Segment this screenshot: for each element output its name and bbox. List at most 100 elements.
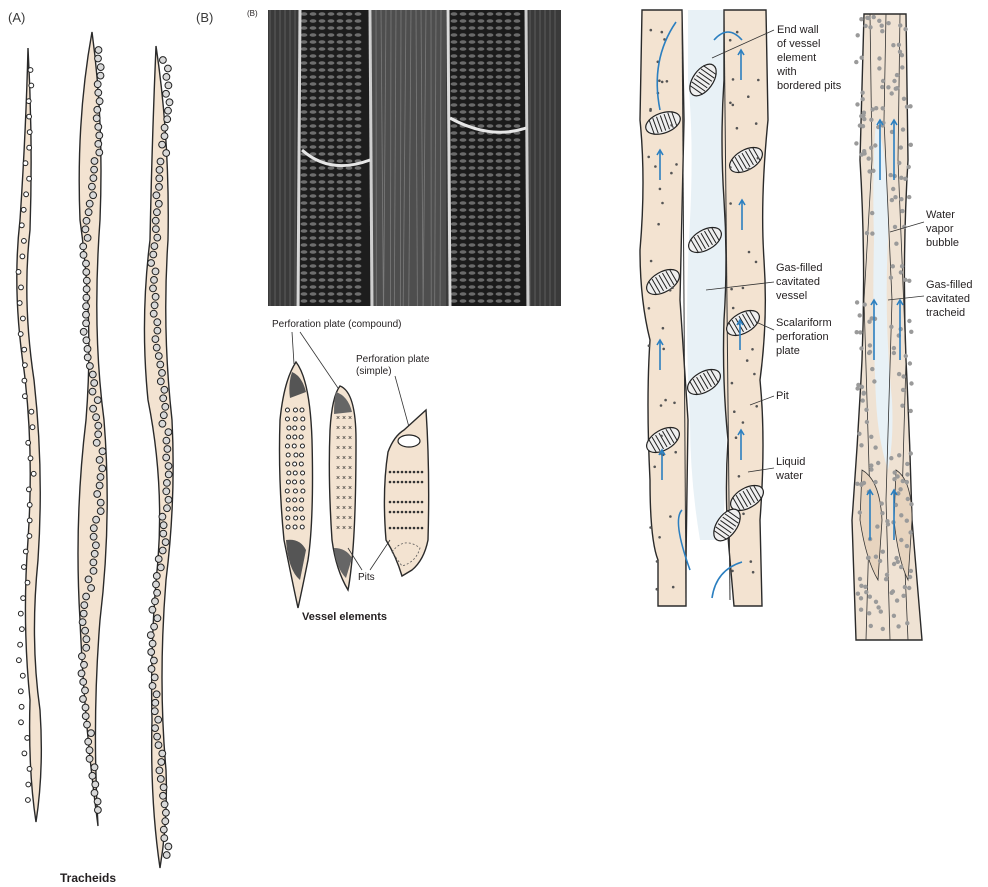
sem-pit [301,208,308,212]
sem-pit [460,40,467,44]
pit-mark [156,184,163,191]
sem-pit [478,54,485,58]
pit-mark [164,505,171,512]
sem-pit [310,292,317,296]
pit-mark [99,465,106,472]
sem-pit [469,278,476,282]
sem-pit [346,229,353,233]
sem-pit [310,187,317,191]
label-end-wall-5: bordered pits [777,80,842,92]
sem-pit [346,33,353,37]
pit-mark [83,337,90,344]
sem-pit [469,68,476,72]
pit-mark [85,576,92,583]
tracheid-pit-dot [908,575,912,579]
sem-pit [451,264,458,268]
sem-pit [460,152,467,156]
sem-pit [505,47,512,51]
sem-pit [469,89,476,93]
sem-pit [346,264,353,268]
sem-pit [355,278,362,282]
tracheid-pit-dot [863,302,867,306]
sem-pit [496,257,503,261]
sem-pit [514,194,521,198]
sem-pit [346,131,353,135]
tracheid-pit-dot [907,165,911,169]
sem-pit [337,285,344,289]
sem-pit [496,278,503,282]
pit-dot [746,359,749,362]
pit-mark [287,426,291,430]
pit-mark [301,417,305,421]
pit-mark [28,68,33,73]
pit-mark [165,843,172,850]
pit-dot [654,165,657,168]
sem-pit [328,264,335,268]
pit-mark [300,498,304,502]
pit-mark [409,511,412,514]
sem-pit [346,292,353,296]
sem-pit [487,89,494,93]
pit-mark [301,426,305,430]
pit-mark [151,623,158,630]
sem-pit [514,82,521,86]
sem-pit [505,292,512,296]
sem-pit [319,138,326,142]
sem-pit [346,208,353,212]
pit-mark [286,480,290,484]
sem-pit [460,19,467,23]
pit-mark [152,725,159,732]
sem-pit [496,243,503,247]
sem-pit [337,138,344,142]
sem-pit [469,26,476,30]
sem-pit [478,82,485,86]
sem-pit [469,173,476,177]
sem-pit [301,201,308,205]
tracheid-pit-dot [880,85,884,89]
pit-mark [152,268,159,275]
sem-pit [487,33,494,37]
sem-pit [310,138,317,142]
sem-pit [328,271,335,275]
pit-mark [90,405,97,412]
tracheid-pit-dot [873,480,877,484]
pit-mark: × [336,485,340,492]
pit-mark [401,511,404,514]
pit-mark [83,644,90,651]
sem-pit [478,19,485,23]
pit-mark [85,209,92,216]
sem-pit [496,75,503,79]
sem-pit [319,110,326,114]
sem-pit [310,243,317,247]
pit-mark [88,730,95,737]
pit-mark [20,254,25,259]
pit-mark [161,835,168,842]
sem-pit [460,271,467,275]
tracheid-pit-dot [881,79,885,83]
sem-pit [460,250,467,254]
pit-mark [91,764,98,771]
tracheid-pit-dot [866,556,870,560]
pit-mark [401,481,404,484]
sem-pit [514,285,521,289]
sem-pit [496,145,503,149]
pit-dot [659,188,662,191]
sem-pit [514,271,521,275]
pit-mark [154,234,161,241]
sem-pit [487,229,494,233]
sem-pit [355,82,362,86]
pit-mark [151,302,158,309]
pit-mark [300,525,304,529]
sem-pit [460,299,467,303]
sem-pit [496,250,503,254]
pit-mark [409,527,412,530]
pit-mark [84,354,91,361]
sem-pit [514,292,521,296]
tracheid-pit-dot [906,497,910,501]
pit-mark [417,471,420,474]
tracheid-pit-dot [892,79,896,83]
sem-pit [505,194,512,198]
sem-pit [460,236,467,240]
pit-mark [413,471,416,474]
pit-mark [17,658,22,663]
